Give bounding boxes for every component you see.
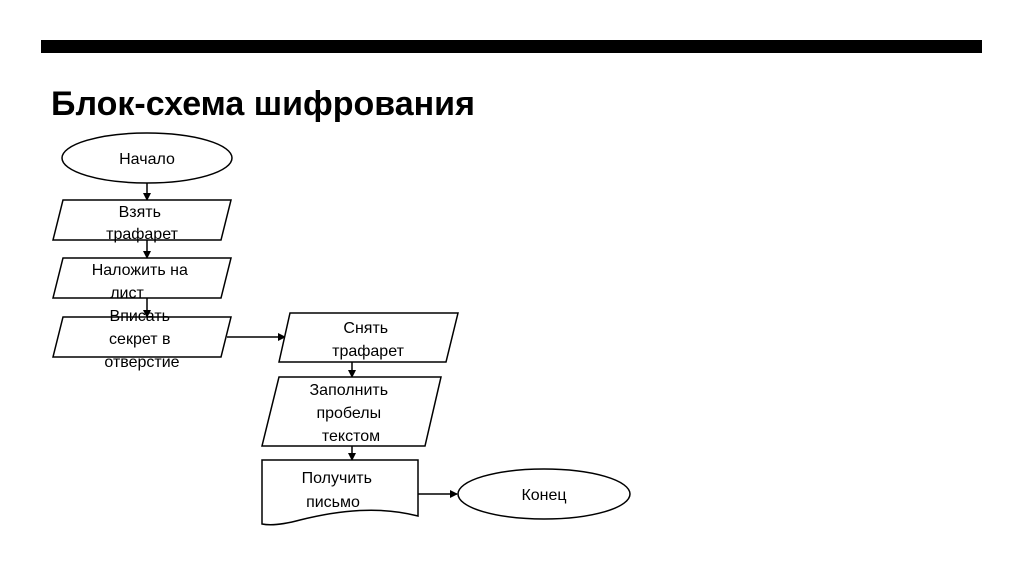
flowchart-node-get-letter: Получить письмо: [261, 459, 419, 526]
remove-stencil-label-line: трафарет: [332, 343, 404, 360]
flowchart-node-take-stencil: Взять трафарет: [52, 199, 232, 243]
end-terminator-shape: [457, 468, 631, 520]
flowchart-node-write-secret: Вписать секрет в отверстие: [52, 308, 232, 371]
remove-stencil-parallelogram-shape: [278, 312, 459, 363]
title-bar: [41, 40, 982, 53]
write-secret-label-line: отверстие: [104, 354, 179, 371]
overlay-sheet-parallelogram-shape: [52, 257, 232, 299]
flowchart-edges: [143, 183, 458, 498]
overlay-sheet-label: Наложить на лист: [92, 262, 193, 302]
take-stencil-label-line: Взять: [119, 204, 161, 221]
fill-gaps-label-line: пробелы: [316, 405, 381, 422]
end-label: Конец: [521, 487, 566, 504]
start-label: Начало: [119, 151, 175, 168]
page-title: Блок-схема шифрования: [51, 85, 475, 123]
flowchart-node-remove-stencil: Снять трафарет: [278, 312, 459, 363]
end-label-line: Конец: [521, 487, 566, 504]
get-letter-label: Получить письмо: [302, 470, 377, 511]
write-secret-label-line: Вписать: [110, 308, 170, 325]
flowchart-node-end: Конец: [457, 468, 631, 520]
flowchart-node-start: Начало: [61, 132, 233, 184]
flowchart-node-overlay-sheet: Наложить на лист: [52, 257, 232, 302]
write-secret-label-line: секрет в: [109, 331, 170, 348]
get-letter-label-line: Получить: [302, 470, 372, 487]
fill-gaps-label: Заполнить пробелы текстом: [310, 382, 393, 445]
get-letter-document-shape: [261, 459, 419, 526]
start-label-line: Начало: [119, 151, 175, 168]
remove-stencil-label-line: Снять: [343, 320, 388, 337]
flowchart-node-fill-gaps: Заполнить пробелы текстом: [261, 376, 442, 447]
remove-stencil-label: Снять трафарет: [332, 320, 404, 360]
overlay-sheet-label-line: лист: [110, 285, 144, 302]
write-secret-parallelogram-shape: [52, 316, 232, 358]
fill-gaps-label-line: Заполнить: [310, 382, 389, 399]
overlay-sheet-label-line: Наложить на: [92, 262, 188, 279]
take-stencil-label: Взять трафарет: [106, 204, 178, 243]
fill-gaps-label-line: текстом: [322, 428, 380, 445]
take-stencil-parallelogram-shape: [52, 199, 232, 241]
fill-gaps-parallelogram-shape: [261, 376, 442, 447]
write-secret-label: Вписать секрет в отверстие: [104, 308, 179, 371]
get-letter-label-line: письмо: [306, 494, 360, 511]
start-terminator-shape: [61, 132, 233, 184]
take-stencil-label-line: трафарет: [106, 226, 178, 243]
